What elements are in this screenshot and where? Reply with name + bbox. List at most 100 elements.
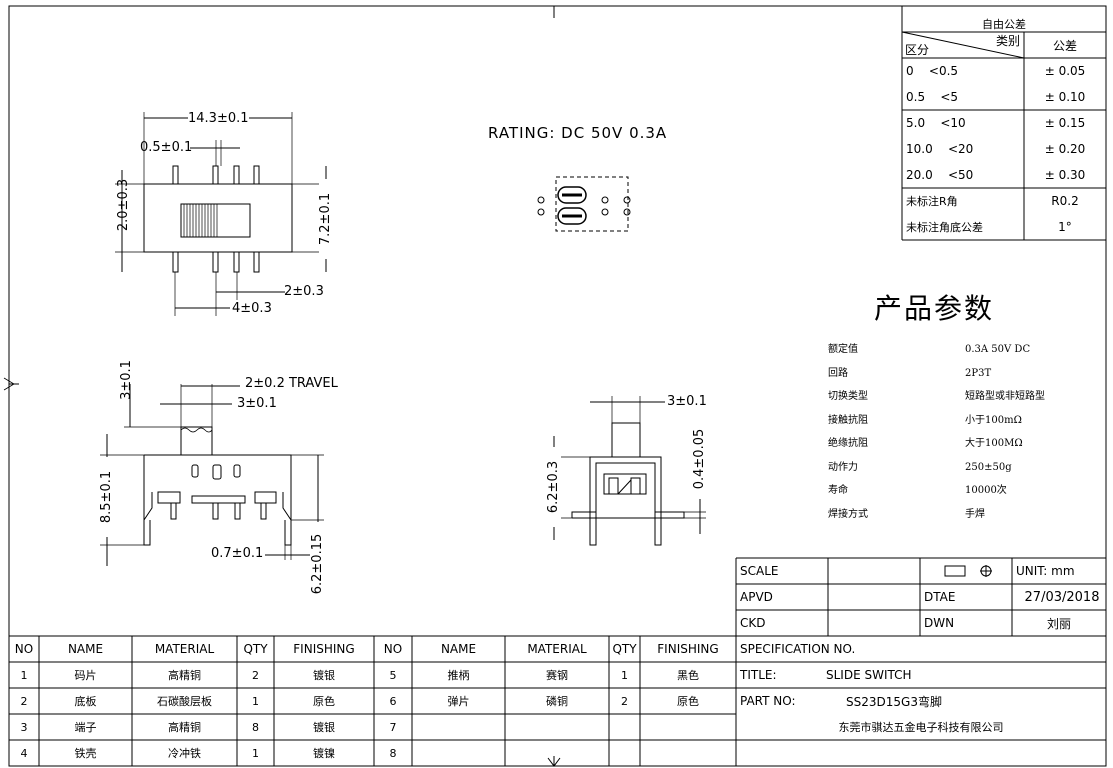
part-label: PART NO: <box>740 694 796 708</box>
bom-cell: 原色 <box>313 695 335 708</box>
param-label: 焊接方式 <box>828 508 868 520</box>
bom-cell: 弹片 <box>447 695 470 708</box>
title-label: TITLE: <box>740 668 777 682</box>
spec-label: SPECIFICATION NO. <box>740 642 856 656</box>
tolerance-range: 5.0 <10 <box>906 116 966 130</box>
param-value: 大于100MΩ <box>965 438 1023 449</box>
tolerance-range: 0 <0.5 <box>906 64 959 78</box>
bom-header-cell: NO <box>14 642 34 656</box>
tolerance-range: 未标注R角 <box>906 195 958 208</box>
bom-cell: 冷冲铁 <box>168 747 201 760</box>
dim-height-left: 2.0±0.3 <box>116 178 131 232</box>
title-block-lines <box>735 557 1106 766</box>
bom-header-cell: QTY <box>612 642 637 656</box>
bom-cell: 镀镍 <box>313 747 335 760</box>
date-value: 27/03/2018 <box>1024 589 1100 605</box>
bom-cell: 赛钢 <box>546 669 568 682</box>
bom-cell: 铁壳 <box>74 747 97 760</box>
bom-cell: 镀银 <box>313 721 335 734</box>
tolerance-value: ± 0.10 <box>1044 90 1086 104</box>
tolerance-value: R0.2 <box>1051 194 1079 208</box>
bom-cell <box>412 714 505 740</box>
bom-header-cell: MATERIAL <box>527 642 587 656</box>
dim-knob-width: 3±0.1 <box>237 396 277 411</box>
dim-height-right: 7.2±0.1 <box>318 179 333 259</box>
bom-cell: 8 <box>252 720 259 734</box>
dim-side-height: 6.2±0.3 <box>546 447 561 527</box>
dim-width: 14.3±0.1 <box>188 111 249 126</box>
bom-cell: 端子 <box>74 721 97 734</box>
bom-cell: 2 <box>621 694 628 708</box>
bom-cell: 黑色 <box>677 669 699 682</box>
bom-cell: 2 <box>20 694 28 708</box>
bom-cell: 1 <box>252 694 259 708</box>
bom-cell: 7 <box>389 720 397 734</box>
dim-side-thickness: 0.4±0.05 <box>692 419 707 499</box>
bom-header-cell: QTY <box>243 642 268 656</box>
bom-cell: 3 <box>20 720 28 734</box>
dwn-value: 刘丽 <box>1046 616 1071 631</box>
params-title: 产品参数 <box>874 292 995 325</box>
bom-cell: 1 <box>252 746 259 760</box>
param-value: 250±50g <box>965 461 1012 473</box>
param-label: 额定值 <box>828 344 858 355</box>
dim-knob-height: 3±0.1 <box>119 360 134 400</box>
param-value: 2P3T <box>965 367 992 379</box>
bom-cell <box>609 740 640 766</box>
unit-text: UNIT: mm <box>1016 564 1075 578</box>
tolerance-range: 10.0 <20 <box>906 142 974 156</box>
dwn-label: DWN <box>924 616 955 630</box>
company-name: 东莞市骐达五金电子科技有限公司 <box>838 721 1004 734</box>
tolerance-table-lines <box>901 6 1106 241</box>
bom-cell: 底板 <box>74 695 97 708</box>
bom-header-cell: MATERIAL <box>154 642 215 656</box>
bom-cell: 磷铜 <box>546 695 568 708</box>
tolerance-header-tol: 公差 <box>1052 38 1077 53</box>
bom-cell: 码片 <box>74 669 97 682</box>
bom-cell: 1 <box>621 668 628 682</box>
tolerance-value: ± 0.05 <box>1044 64 1086 78</box>
bom-cell: 高精铜 <box>168 669 201 682</box>
bom-cell: 8 <box>389 746 397 760</box>
param-value: 小于100mΩ <box>965 414 1022 426</box>
tolerance-header-class: 类别 <box>996 34 1021 48</box>
dim-pitch-b: 4±0.3 <box>232 301 272 316</box>
dim-pitch-a: 2±0.3 <box>284 284 324 299</box>
title-value: SLIDE SWITCH <box>826 668 912 682</box>
bom-cell: 6 <box>389 694 397 708</box>
dim-pin-width: 0.5±0.1 <box>140 140 193 155</box>
dim-pin-length: 6.2±0.15 <box>310 522 325 606</box>
bom-header-cell: NAME <box>440 642 477 656</box>
tolerance-value: ± 0.20 <box>1044 142 1086 156</box>
bom-cell: 原色 <box>677 695 699 708</box>
scale-label: SCALE <box>740 564 779 578</box>
param-value: 短路型或非短路型 <box>965 391 1045 402</box>
bom-cell: 镀银 <box>313 669 335 682</box>
side-view-drawing <box>548 396 706 546</box>
bom-cell: 5 <box>389 668 397 682</box>
circuit-schematic <box>537 176 631 232</box>
param-label: 回路 <box>828 367 848 379</box>
dim-pin-thickness: 0.7±0.1 <box>211 546 264 561</box>
param-label: 寿命 <box>828 485 848 496</box>
dim-front-height: 8.5±0.1 <box>99 457 114 537</box>
dim-side-knob: 3±0.1 <box>667 394 707 409</box>
bom-cell: 2 <box>252 668 259 682</box>
tolerance-title: 自由公差 <box>982 18 1026 31</box>
param-value: 10000次 <box>965 485 1007 496</box>
bom-cell: 石碳酸层板 <box>157 695 212 708</box>
bom-cell <box>412 740 505 766</box>
date-label: DTAE <box>924 590 956 604</box>
tolerance-value: ± 0.30 <box>1044 168 1086 182</box>
bom-cell: 高精铜 <box>168 721 201 734</box>
bom-header-cell: NAME <box>67 642 104 656</box>
sheet-border <box>8 5 1107 767</box>
bom-cell <box>609 714 640 740</box>
apvd-label: APVD <box>740 590 773 604</box>
dim-travel: 2±0.2 TRAVEL <box>245 376 338 391</box>
bom-cell: 4 <box>20 746 28 760</box>
ckd-label: CKD <box>740 616 766 630</box>
bom-header-cell: FINISHING <box>293 642 355 656</box>
rating-text: RATING: DC 50V 0.3A <box>488 124 668 142</box>
